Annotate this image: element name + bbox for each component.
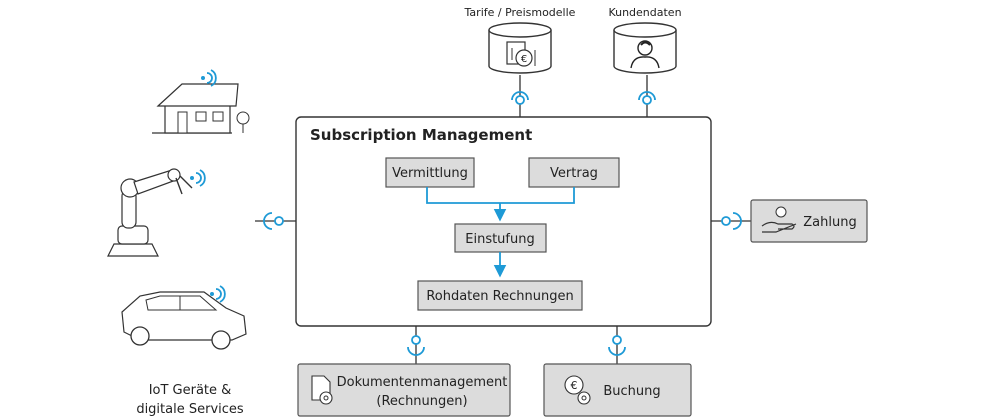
payment-box[interactable]: Zahlung [750,199,868,243]
person-icon [630,40,660,69]
robot-arm-icon [107,168,193,257]
mediation-label: Vermittlung [392,166,468,181]
tariffs-database: Tarife / Preismodelle € [464,6,576,74]
house-wifi-icon [201,69,217,87]
iot-connector [255,212,296,230]
raw-invoices-label: Rohdaten Rechnungen [426,289,573,304]
document-management-label-line2: (Rechnungen) [376,394,467,409]
iot-label-line2: digitale Services [136,402,244,417]
payment-label: Zahlung [803,215,856,230]
robot-wifi-icon [190,169,206,187]
euro-document-icon: € [506,41,536,67]
contract-node[interactable]: Vertrag [528,157,620,188]
subscription-management-box: Subscription Management Vermittlung Vert… [295,116,712,327]
subscription-management-title: Subscription Management [310,126,532,144]
customers-connector [638,75,656,117]
hand-coin-icon [761,206,797,233]
euro-gear-icon: € [564,375,591,405]
svg-text:€: € [521,54,527,65]
car-icon [121,291,247,350]
booking-box[interactable]: € Buchung [543,363,692,417]
tariffs-connector [511,75,529,117]
document-gear-icon [311,375,333,405]
classification-node[interactable]: Einstufung [454,223,547,253]
document-management-box[interactable]: Dokumentenmanagement (Rechnungen) [297,363,511,417]
mediation-node[interactable]: Vermittlung [385,157,475,188]
document-management-connector [407,326,425,364]
booking-connector [608,326,626,364]
svg-text:€: € [571,379,578,392]
classification-label: Einstufung [465,232,534,247]
tariffs-database-label: Tarife / Preismodelle [464,6,576,19]
document-management-label-line1: Dokumentenmanagement [337,375,508,390]
booking-label: Buchung [603,384,660,399]
customers-database: Kundendaten [608,6,682,74]
raw-invoices-node[interactable]: Rohdaten Rechnungen [417,280,583,311]
iot-label-line1: IoT Geräte & [149,383,232,398]
house-icon [152,83,250,134]
payment-connector [711,212,751,230]
contract-label: Vertrag [550,166,598,181]
customers-database-label: Kundendaten [608,6,681,19]
car-wifi-icon [210,285,226,303]
